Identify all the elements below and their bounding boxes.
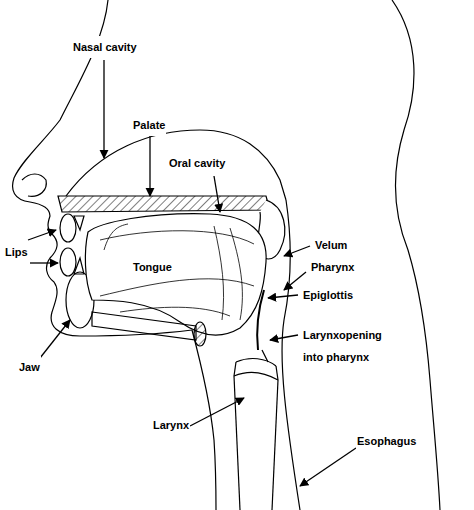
part-label: Pharynx: [310, 256, 355, 278]
part-label: Larynxopening into pharynx: [302, 324, 396, 368]
part-label: Epiglottis: [302, 284, 354, 306]
part-label: Esophagus: [356, 430, 417, 452]
part-label: Tongue: [132, 256, 173, 278]
part-label: Velum: [314, 234, 348, 256]
part-label: Oral cavity: [168, 152, 226, 174]
part-label: Lips: [4, 241, 29, 263]
part-label: Jaw: [18, 356, 41, 378]
part-label: Nasal cavity: [72, 36, 138, 58]
part-label: Palate: [132, 114, 166, 136]
part-label: Larynx: [152, 414, 190, 436]
